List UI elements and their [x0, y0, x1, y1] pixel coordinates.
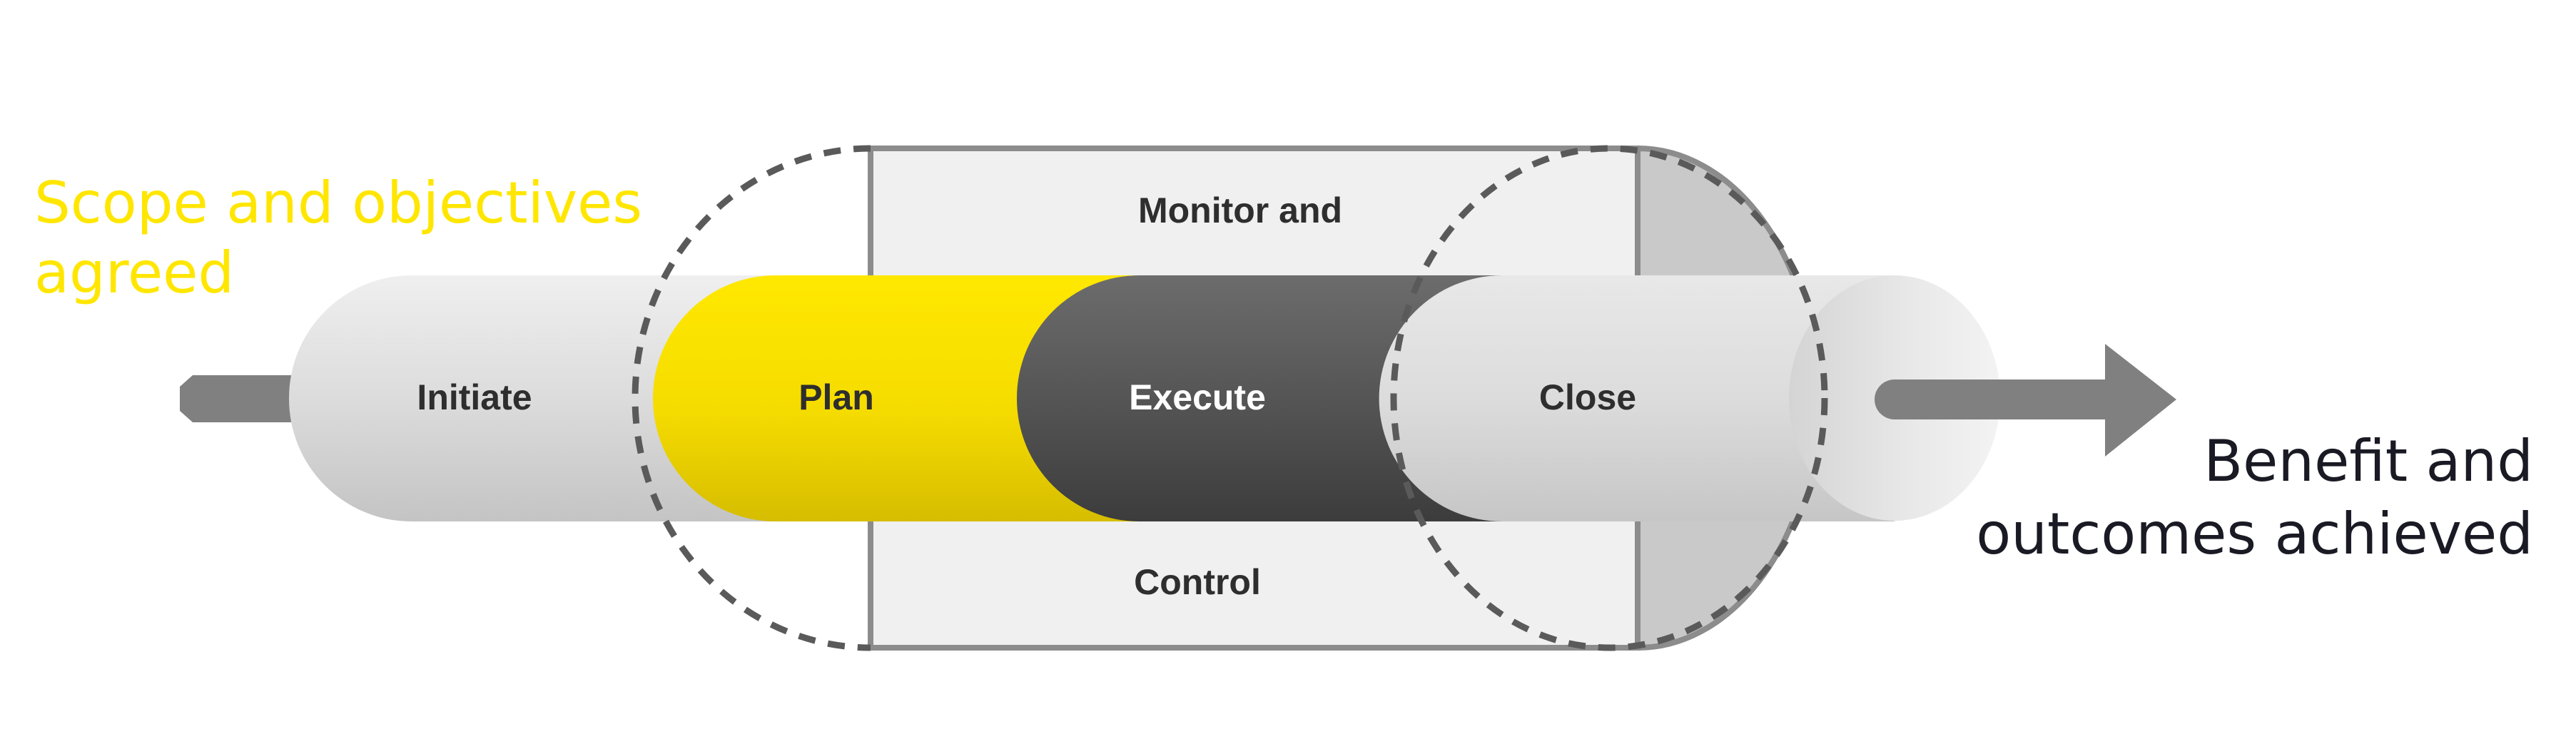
input-label: Scope and objectives agreed [34, 168, 642, 308]
output-arrow [1875, 344, 2176, 457]
input-label-line-2: agreed [34, 240, 235, 306]
initiate-label: Initiate [417, 377, 532, 417]
close-label: Close [1539, 377, 1636, 417]
output-label-line-1: Benefit and [2204, 428, 2533, 494]
monitor-top-label: Monitor and [1138, 190, 1342, 230]
execute-label: Execute [1129, 377, 1266, 417]
plan-label: Plan [798, 377, 874, 417]
output-label: Benefit and outcomes achieved [1976, 425, 2533, 571]
right-dashed-circle [1390, 145, 1828, 651]
output-label-line-2: outcomes achieved [1976, 501, 2533, 567]
input-arrow-stub [180, 375, 291, 422]
input-label-line-1: Scope and objectives [34, 170, 643, 236]
monitor-bottom-label: Control [1134, 562, 1261, 602]
left-dashed-arc [632, 145, 871, 651]
close-cylinder [1379, 275, 1895, 521]
